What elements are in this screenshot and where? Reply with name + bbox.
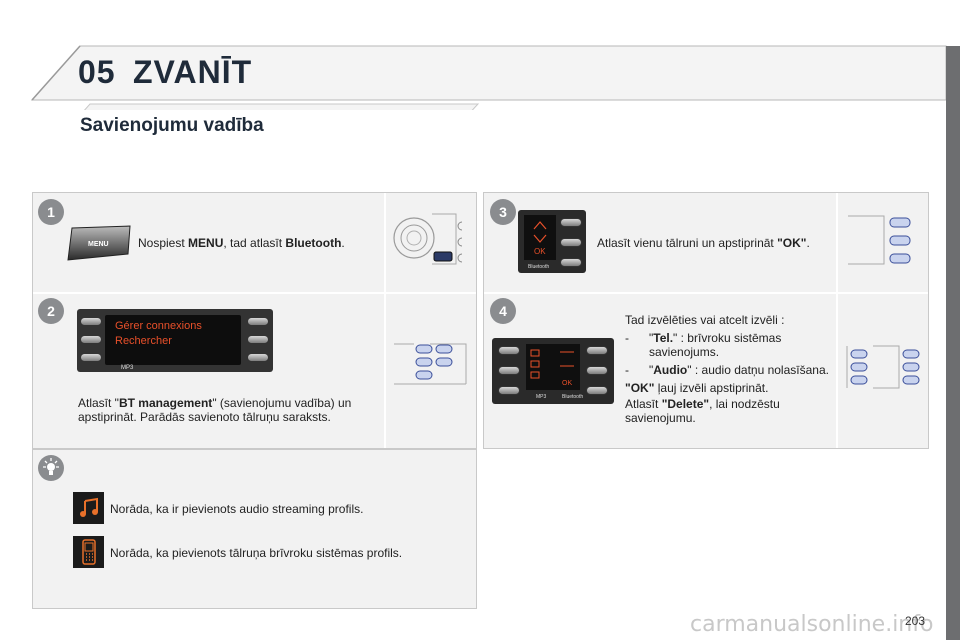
step4-buttons-illustration: [846, 345, 920, 389]
quote-open: ": [649, 331, 654, 345]
step1-bold-bluetooth: Bluetooth: [285, 236, 342, 250]
divider: [33, 292, 476, 294]
up-down-arrows-icon: [533, 221, 547, 243]
step1-bold-menu: MENU: [188, 236, 224, 250]
step1-text-prefix: Nospiest: [138, 236, 189, 250]
step-badge-4: 4: [490, 298, 516, 324]
watermark: carmanualsonline.info: [690, 612, 934, 637]
menu-button-label: MENU: [88, 241, 109, 248]
section-title: Savienojumu vadība: [80, 115, 264, 136]
audio-tel-screen-illustration: OK MP3 Bluetooth: [492, 338, 614, 404]
bullet-dash: -: [625, 331, 629, 345]
page-number: 203: [905, 614, 926, 628]
step-badge-1: 1: [38, 199, 64, 225]
step4-delete-line: Atlasīt "Delete", lai nodzēstu savienoju…: [625, 397, 831, 425]
bluetooth-label: Bluetooth: [528, 264, 550, 270]
bullet-dash: -: [625, 363, 629, 377]
step2-bold: BT management: [118, 396, 213, 410]
step4-delete-rest: , lai nodzēstu savienojumu.: [625, 397, 780, 425]
radio-button: [498, 346, 520, 355]
radio-button: [498, 366, 520, 375]
mp3-label: MP3: [121, 365, 134, 371]
tip-lightbulb-icon: [38, 455, 64, 481]
step4-ok-line: "OK" ļauj izvēli apstiprināt.: [625, 381, 831, 395]
divider: [836, 193, 838, 448]
radio-button: [80, 335, 102, 344]
radio-button: [586, 366, 608, 375]
step3-text-prefix: Atlasīt vienu tālruni un apstiprināt: [597, 236, 778, 250]
step4-bold-audio: Audio: [653, 363, 688, 377]
radio-button: [498, 386, 520, 395]
radio-screen-illustration: Gérer connexions Rechercher MP3: [77, 309, 273, 372]
step3-text: Atlasīt vienu tālruni un apstiprināt "OK…: [597, 236, 833, 250]
screen-line-2: Rechercher: [115, 335, 172, 347]
step2-text-rest: " (savienojumu vadība) un apstiprināt. P…: [78, 396, 352, 424]
mp3-label: MP3: [536, 394, 547, 400]
step4-item-tel-rest: " : brīvroku sistēmas savienojums.: [649, 331, 782, 359]
step4-intro: Tad izvēlēties vai atcelt izvēli :: [625, 313, 785, 327]
radio-button: [586, 386, 608, 395]
tips-panel: [32, 449, 477, 609]
side-tab-bar: [946, 46, 960, 640]
radio-button: [247, 335, 269, 344]
control-panel-illustration: [393, 213, 463, 265]
step1-text-mid: , tad atlasīt: [223, 236, 286, 250]
divider: [384, 193, 386, 448]
radio-display: Gérer connexions Rechercher: [105, 315, 241, 365]
step4-text: Tad izvēlēties vai atcelt izvēli : - "Te…: [625, 313, 831, 425]
tel-audio-display: OK: [526, 344, 580, 390]
screen-line-1: Gérer connexions: [115, 320, 202, 332]
radio-button: [80, 317, 102, 326]
step4-item-audio-text: "Audio" : audio datņu nolasīšana.: [649, 363, 829, 377]
step2-text-prefix: Atlasīt ": [78, 396, 119, 410]
ok-label: OK: [534, 247, 546, 256]
bluetooth-ok-screen-illustration: OK Bluetooth: [518, 210, 586, 273]
step4-item-tel: - "Tel." : brīvroku sistēmas savienojums…: [625, 331, 831, 359]
radio-button: [247, 317, 269, 326]
divider: [484, 292, 928, 294]
quote-open: ": [649, 363, 654, 377]
step3-buttons-illustration: [848, 215, 911, 265]
chapter-title: ZVANĪT: [133, 54, 253, 90]
step4-bold-tel: Tel.: [653, 331, 674, 345]
menu-button-icon: MENU: [67, 225, 131, 261]
radio-button: [80, 353, 102, 362]
step-badge-2: 2: [38, 298, 64, 324]
step4-item-audio-rest: " : audio datņu nolasīšana.: [687, 363, 829, 377]
step4-ok-rest: ļauj izvēli apstiprināt.: [654, 381, 769, 395]
tel-audio-icons: [530, 349, 574, 379]
step4-bold-delete: "Delete": [661, 397, 710, 411]
tip-audio-text: Norāda, ka ir pievienots audio streaming…: [110, 502, 364, 516]
step1-text: Nospiest MENU, tad atlasīt Bluetooth.: [138, 236, 378, 250]
step4-delete-prefix: Atlasīt: [625, 397, 662, 411]
radio-button: [560, 238, 582, 247]
step4-bold-ok: "OK": [625, 381, 655, 395]
radio-button: [586, 346, 608, 355]
radio-buttons-illustration: [394, 343, 467, 385]
ok-display: OK: [524, 215, 556, 260]
step3-text-end: .: [806, 236, 810, 250]
tip-phone-text: Norāda, ka pievienots tālruņa brīvroku s…: [110, 546, 403, 560]
step3-bold-ok: "OK": [777, 236, 807, 250]
music-note-icon: [73, 492, 104, 524]
step2-text: Atlasīt "BT management" (savienojumu vad…: [78, 396, 378, 424]
ok-label: OK: [562, 380, 573, 387]
radio-button: [560, 218, 582, 227]
radio-button: [247, 353, 269, 362]
phone-icon: [73, 536, 104, 568]
step-badge-3: 3: [490, 199, 516, 225]
step4-item-tel-text: "Tel." : brīvroku sistēmas savienojums.: [649, 331, 831, 359]
step4-item-audio: - "Audio" : audio datņu nolasīšana.: [625, 363, 831, 377]
step1-text-end: .: [341, 236, 345, 250]
chapter-number: 05: [78, 54, 116, 90]
bluetooth-label: Bluetooth: [562, 394, 584, 400]
radio-button: [560, 258, 582, 267]
